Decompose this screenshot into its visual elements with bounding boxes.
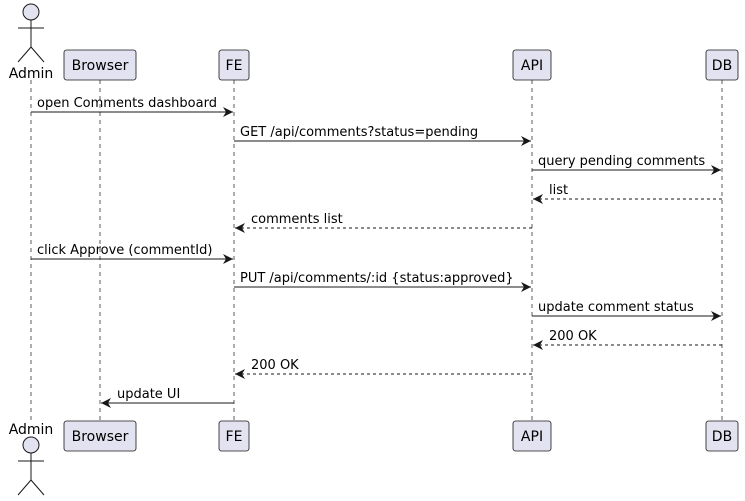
message-label: 200 OK [251, 358, 299, 373]
message-label: update UI [117, 387, 180, 402]
message-9: 200 OK [533, 329, 722, 350]
message-3: query pending comments [532, 154, 721, 175]
message-label: comments list [251, 212, 343, 227]
actor-head [22, 3, 40, 21]
participant-label: API [521, 429, 543, 445]
message-label: update comment status [538, 300, 694, 315]
participant-bottom-admin: Admin [9, 422, 54, 496]
participant-label: Browser [72, 58, 129, 74]
participant-box [512, 420, 552, 452]
participant-bottom-browser: Browser [63, 420, 137, 452]
message-label: query pending comments [538, 154, 705, 169]
participants-bottom: Admin Browser FE API DB [9, 420, 739, 496]
message-2: GET /api/comments?status=pending [234, 125, 531, 146]
participant-label: API [521, 58, 543, 74]
actor-left-leg [17, 46, 32, 63]
message-5: comments list [235, 212, 532, 233]
actor-head [22, 436, 40, 454]
participant-box [218, 49, 250, 81]
actor-right-leg [30, 479, 45, 496]
participants-top: Admin Browser FE API DB [9, 3, 739, 82]
participant-bottom-api: API [512, 420, 552, 452]
actor-left-leg [17, 479, 32, 496]
participant-label: Browser [72, 429, 129, 445]
participant-box [63, 49, 137, 81]
actor-right-leg [30, 46, 45, 63]
participant-bottom-fe: FE [218, 420, 250, 452]
actor-label: Admin [9, 66, 54, 82]
participant-top-api: API [512, 49, 552, 81]
message-4: list [533, 183, 722, 204]
message-1: open Comments dashboard [31, 96, 233, 117]
message-8: update comment status [532, 300, 721, 321]
message-label: 200 OK [549, 329, 597, 344]
participant-top-db: DB [705, 49, 739, 81]
message-7: PUT /api/comments/:id {status:approved} [234, 271, 531, 292]
participant-box [512, 49, 552, 81]
participant-label: FE [226, 429, 243, 445]
message-label: GET /api/comments?status=pending [240, 125, 478, 140]
message-label: PUT /api/comments/:id {status:approved} [240, 271, 514, 286]
actor-label: Admin [9, 422, 54, 438]
participant-top-admin: Admin [9, 3, 54, 82]
participant-box [218, 420, 250, 452]
message-label: open Comments dashboard [37, 96, 217, 111]
lifelines [30, 80, 723, 421]
participant-label: DB [712, 429, 732, 445]
participant-box [63, 420, 137, 452]
message-6: click Approve (commentId) [31, 243, 233, 264]
participant-box [705, 420, 739, 452]
participant-top-browser: Browser [63, 49, 137, 81]
participant-box [705, 49, 739, 81]
participant-top-fe: FE [218, 49, 250, 81]
participant-label: FE [226, 58, 243, 74]
participant-label: DB [712, 58, 732, 74]
message-label: click Approve (commentId) [37, 243, 212, 258]
participant-bottom-db: DB [705, 420, 739, 452]
message-11: update UI [101, 387, 234, 408]
message-10: 200 OK [235, 358, 532, 379]
message-label: list [549, 183, 568, 198]
